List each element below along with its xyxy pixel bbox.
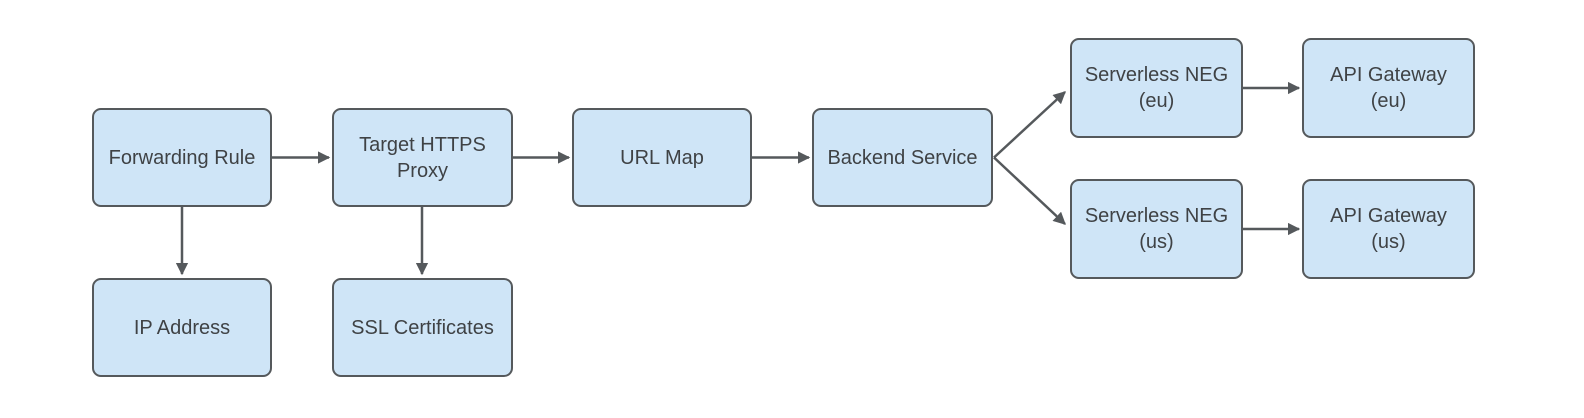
node-api-gateway-us: API Gateway (us): [1302, 179, 1475, 279]
edge-backend-service-to-serverless-neg-eu: [993, 91, 1066, 159]
node-backend-service: Backend Service: [812, 108, 993, 207]
edge-backend-service-to-serverless-neg-us: [993, 156, 1066, 225]
node-label: (us): [1139, 231, 1174, 253]
node-label: URL Map: [620, 146, 704, 169]
node-ip-address: IP Address: [92, 278, 272, 377]
node-label: (eu): [1370, 90, 1407, 112]
node-serverless-neg-us: Serverless NEG (us): [1070, 179, 1243, 279]
node-url-map: URL Map: [572, 108, 752, 207]
node-api-gateway-eu: API Gateway (eu): [1302, 38, 1475, 138]
node-ssl-certificates: SSL Certificates: [332, 278, 513, 377]
node-label: Serverless NEG: [1084, 64, 1229, 86]
node-label: Forwarding Rule: [108, 146, 256, 169]
node-label: SSL Certificates: [351, 316, 494, 339]
node-label: API Gateway: [1330, 205, 1447, 227]
node-label: Proxy: [396, 159, 449, 182]
node-label: Target HTTPS: [359, 133, 486, 156]
node-serverless-neg-eu: Serverless NEG (eu): [1070, 38, 1243, 138]
node-label: Backend Service: [827, 146, 978, 169]
node-forwarding-rule: Forwarding Rule: [92, 108, 272, 207]
node-label: (us): [1371, 231, 1406, 253]
node-target-https-proxy: Target HTTPS Proxy: [332, 108, 513, 207]
node-label: (eu): [1138, 90, 1175, 112]
node-label: Serverless NEG: [1084, 205, 1229, 227]
node-label: IP Address: [133, 316, 231, 339]
node-label: API Gateway: [1330, 64, 1447, 86]
